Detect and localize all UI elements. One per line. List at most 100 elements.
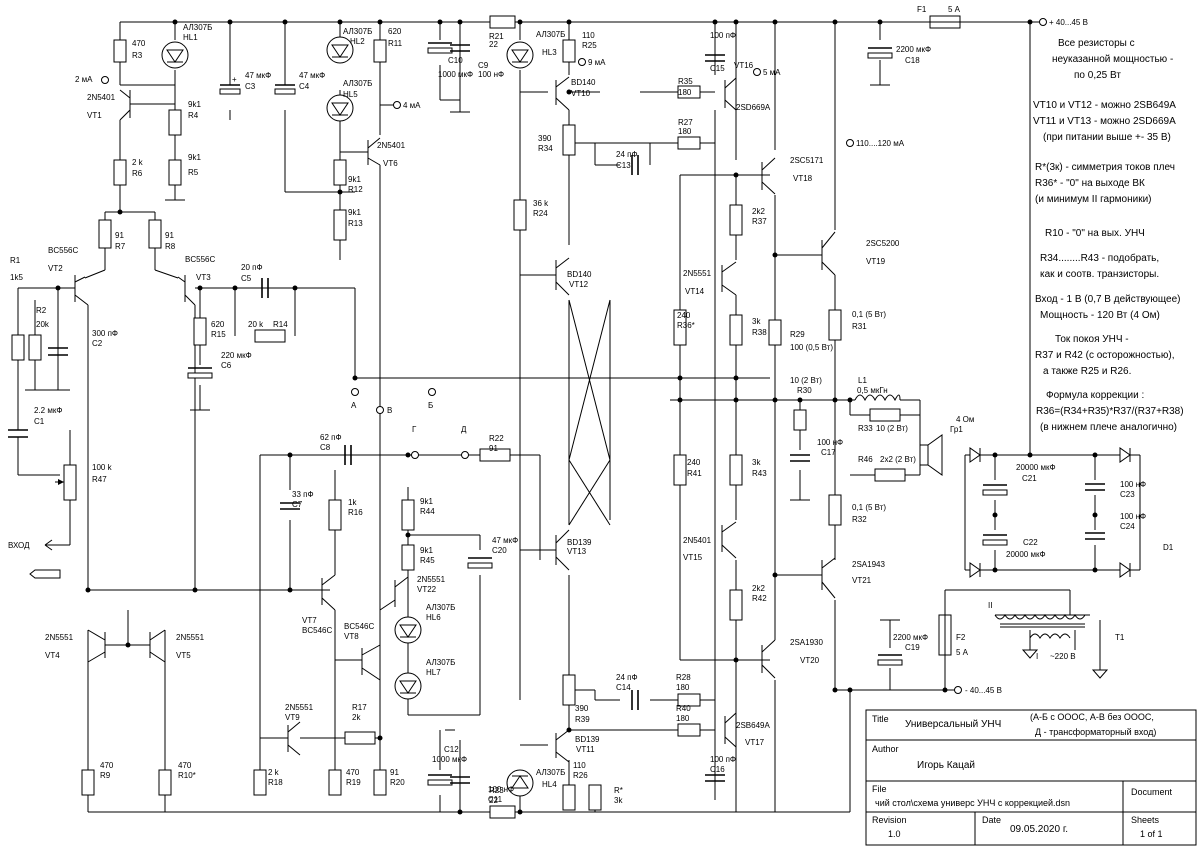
revision-label: Revision: [872, 815, 907, 825]
r21-resistor: [489, 15, 516, 29]
r2-ref: 20k: [36, 320, 50, 329]
r30-resistor: [793, 409, 807, 431]
hl2-led: [326, 36, 354, 64]
hl6-ref: HL6: [426, 613, 441, 622]
vt11-ref: VT11: [576, 745, 595, 754]
vt22-label: 2N5551: [417, 575, 446, 584]
vt8-label: BC546C: [344, 622, 374, 631]
r4-label: 9k1: [188, 100, 201, 109]
r19-label: 470: [346, 768, 360, 777]
c5-capacitor: [261, 278, 269, 298]
r34-label: 390: [538, 134, 552, 143]
hl6-label: АЛ307Б: [426, 603, 455, 612]
r29-label: R29: [790, 330, 805, 339]
c22-capacitor: [982, 534, 1008, 546]
vt16-label: VT16: [734, 61, 754, 70]
r35-label: R35: [678, 77, 693, 86]
r46-resistor: [874, 468, 906, 482]
supply-rails: [88, 21, 1040, 813]
vt-label: 470: [132, 39, 146, 48]
mains-label: ~220 В: [1050, 652, 1076, 661]
r34-resistor: [562, 124, 576, 156]
r42-label: 2k2: [752, 584, 765, 593]
r20-label: 91: [390, 768, 399, 777]
vt21-transistor: [810, 557, 836, 599]
c16-ref: C16: [710, 765, 725, 774]
r38-ref: R38: [752, 328, 767, 337]
r17-resistor: [344, 731, 376, 745]
notes-block: Все резисторы с неуказанной мощностью - …: [1033, 38, 1184, 433]
c3-label: 47 мкФ: [245, 71, 271, 80]
hl5-led: [326, 94, 354, 122]
vt1-label: 2N5401: [87, 93, 116, 102]
annotations: 2 мА 4 мА 9 мА 5 мА 110....120 мА ВХОД А…: [8, 5, 1174, 695]
neg-rail-label: - 40...45 В: [965, 686, 1002, 695]
r36-ref: R36*: [677, 321, 695, 330]
vt18-label: 2SC5171: [790, 156, 824, 165]
r39-label: 390: [575, 704, 589, 713]
r6-label: 2 k: [132, 158, 144, 167]
hl6-led: [394, 616, 422, 644]
title-block: Title Универсальный УНЧ (А-Б с ОООС, А-В…: [865, 709, 1197, 846]
c11-label: 100 нФ: [488, 785, 514, 794]
r2-label: R2: [36, 306, 47, 315]
hl1-ref: HL1: [183, 33, 198, 42]
r35-resistor: [677, 85, 701, 99]
c8-label: 62 пФ: [320, 433, 342, 442]
vt20-label: 2SA1930: [790, 638, 823, 647]
note-line: R36* - "0" на выходе ВК: [1035, 178, 1145, 189]
c21-capacitor: [982, 484, 1008, 496]
vt6-label: 2N5401: [377, 141, 406, 150]
vt3-label: BC556C: [185, 255, 215, 264]
c10-capacitor: [427, 42, 453, 54]
r45-resistor: [401, 544, 415, 571]
vt4-ref: VT4: [45, 651, 60, 660]
vt13-ref: VT13: [567, 547, 587, 556]
vt14-label: 2N5551: [683, 269, 712, 278]
r43-ref: R43: [752, 469, 767, 478]
r20-resistor: [373, 769, 387, 796]
r33-resistor: [869, 408, 901, 422]
r16-ref: R16: [348, 508, 363, 517]
r36-resistor: [673, 309, 687, 346]
vt15-ref: VT15: [683, 553, 703, 562]
c14-label: 24 пФ: [616, 673, 638, 682]
c3-ref: C3: [245, 82, 256, 91]
vt20-transistor: [761, 639, 776, 679]
sheets-value: 1 of 1: [1140, 829, 1163, 839]
note-line: а также R25 и R26.: [1043, 366, 1131, 377]
vt5-label: 2N5551: [176, 633, 205, 642]
vt11-label: BD139: [575, 735, 600, 744]
vt3-transistor: [177, 275, 196, 306]
r5-resistor: [168, 159, 182, 186]
r22-label: R22: [489, 434, 504, 443]
r17-label: R17: [352, 703, 367, 712]
vt4-transistor: [87, 629, 150, 663]
hl4-ref: HL4: [542, 780, 557, 789]
r33-ref: 10 (2 Вт): [876, 424, 908, 433]
c6-capacitor: [187, 367, 213, 379]
c24-capacitor: [1085, 532, 1105, 540]
c24-label: 100 нФ: [1120, 512, 1146, 521]
r38-label: 3k: [752, 317, 761, 326]
c17-capacitor: [790, 454, 810, 462]
transformer-icon: [994, 614, 1086, 639]
c12-ref: 1000 мкФ: [432, 755, 467, 764]
title-value: Универсальный УНЧ: [905, 719, 1001, 730]
vt12-label: BD140: [567, 270, 592, 279]
r12-label: 9k1: [348, 175, 361, 184]
vt7-label: VT7: [302, 616, 317, 625]
r38-resistor: [729, 314, 743, 346]
svg-text:+: +: [232, 75, 237, 84]
c19-ref: C19: [905, 643, 920, 652]
r4-resistor: [168, 109, 182, 136]
r5-label: 9k1: [188, 153, 201, 162]
ground-symbols: [25, 84, 1109, 731]
r42-resistor: [729, 589, 743, 621]
r12-resistor: [333, 159, 347, 186]
vt15-label: 2N5401: [683, 536, 712, 545]
c7-label: 33 пФ: [292, 490, 314, 499]
r25-ref: R25: [582, 41, 597, 50]
c11-capacitor: [450, 776, 470, 784]
